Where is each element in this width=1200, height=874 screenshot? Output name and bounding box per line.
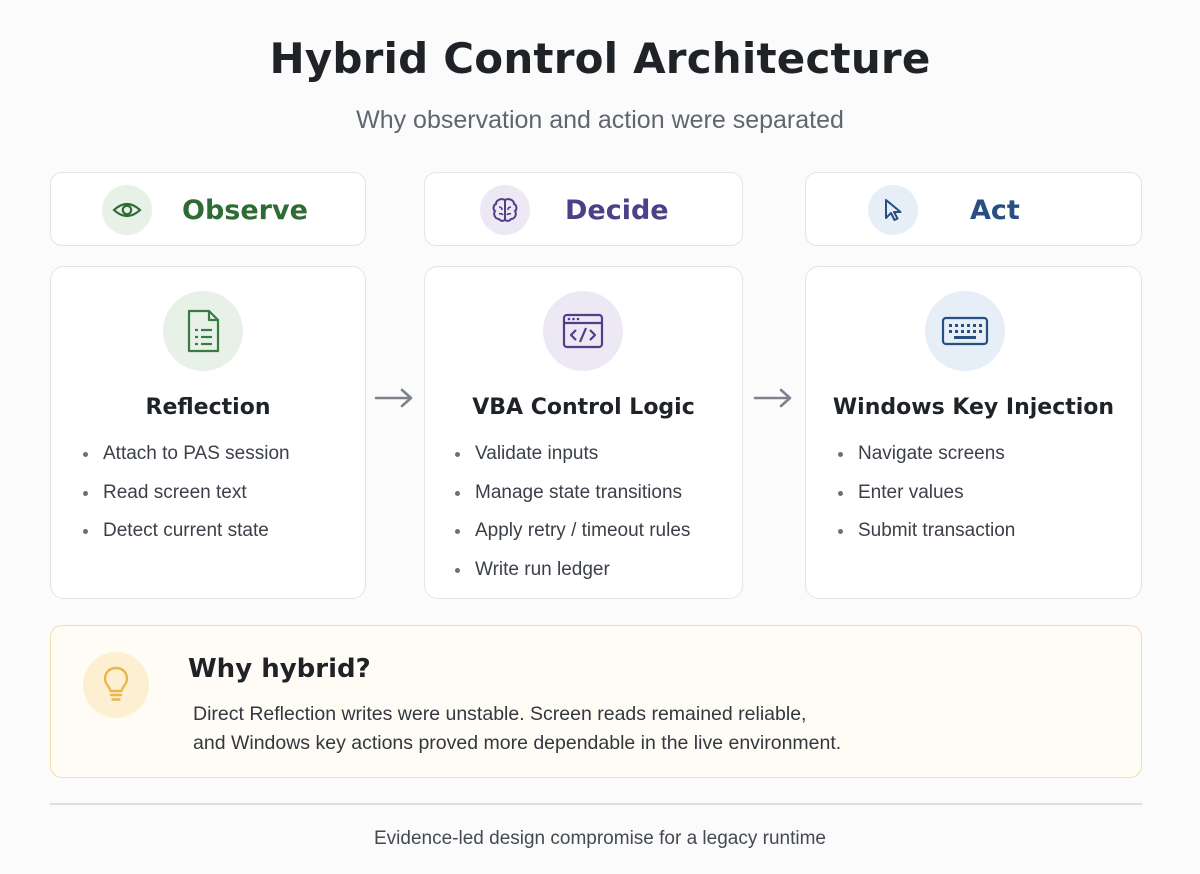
eye-icon bbox=[102, 185, 152, 235]
list-item: Read screen text bbox=[81, 482, 290, 521]
footer-caption: Evidence-led design compromise for a leg… bbox=[374, 828, 826, 849]
stage-header-observe: Observe bbox=[50, 172, 366, 246]
why-hybrid-line: and Windows key actions proved more depe… bbox=[193, 732, 842, 754]
why-hybrid-callout: Why hybrid? Direct Reflection writes wer… bbox=[50, 625, 1142, 778]
bullet-list-vba-control-logic: Validate inputs Manage state transitions… bbox=[453, 443, 690, 597]
list-item: Apply retry / timeout rules bbox=[453, 520, 690, 559]
stage-label-observe: Observe bbox=[182, 195, 308, 226]
list-item: Navigate screens bbox=[836, 443, 1015, 482]
stage-card-vba-control-logic: VBA Control Logic Validate inputs Manage… bbox=[424, 266, 743, 599]
code-window-icon bbox=[543, 291, 623, 371]
flow-arrow-icon bbox=[753, 388, 792, 408]
keyboard-icon bbox=[925, 291, 1005, 371]
list-item: Write run ledger bbox=[453, 559, 690, 598]
diagram-subtitle: Why observation and action were separate… bbox=[356, 106, 844, 134]
divider bbox=[50, 803, 1142, 805]
cursor-icon bbox=[868, 185, 918, 235]
lightbulb-icon bbox=[83, 652, 149, 718]
bullet-list-windows-key-injection: Navigate screens Enter values Submit tra… bbox=[836, 443, 1015, 559]
stage-label-act: Act bbox=[970, 195, 1020, 226]
component-title-windows-key-injection: Windows Key Injection bbox=[832, 395, 1115, 420]
list-item: Detect current state bbox=[81, 520, 290, 559]
diagram-title: Hybrid Control Architecture bbox=[269, 34, 931, 83]
component-title-reflection: Reflection bbox=[145, 395, 271, 420]
list-item: Attach to PAS session bbox=[81, 443, 290, 482]
document-icon bbox=[163, 291, 243, 371]
component-title-vba-control-logic: VBA Control Logic bbox=[472, 395, 695, 420]
list-item: Manage state transitions bbox=[453, 482, 690, 521]
brain-icon bbox=[480, 185, 530, 235]
flow-arrow-icon bbox=[374, 388, 413, 408]
stage-card-windows-key-injection: Windows Key Injection Navigate screens E… bbox=[805, 266, 1142, 599]
stage-header-decide: Decide bbox=[424, 172, 743, 246]
bullet-list-reflection: Attach to PAS session Read screen text D… bbox=[81, 443, 290, 559]
why-hybrid-line: Direct Reflection writes were unstable. … bbox=[193, 703, 807, 725]
why-hybrid-title: Why hybrid? bbox=[188, 654, 371, 684]
why-hybrid-text: Direct Reflection writes were unstable. … bbox=[193, 700, 841, 758]
stage-label-decide: Decide bbox=[565, 195, 669, 226]
list-item: Submit transaction bbox=[836, 520, 1015, 559]
stage-header-act: Act bbox=[805, 172, 1142, 246]
list-item: Enter values bbox=[836, 482, 1015, 521]
stage-card-reflection: Reflection Attach to PAS session Read sc… bbox=[50, 266, 366, 599]
list-item: Validate inputs bbox=[453, 443, 690, 482]
